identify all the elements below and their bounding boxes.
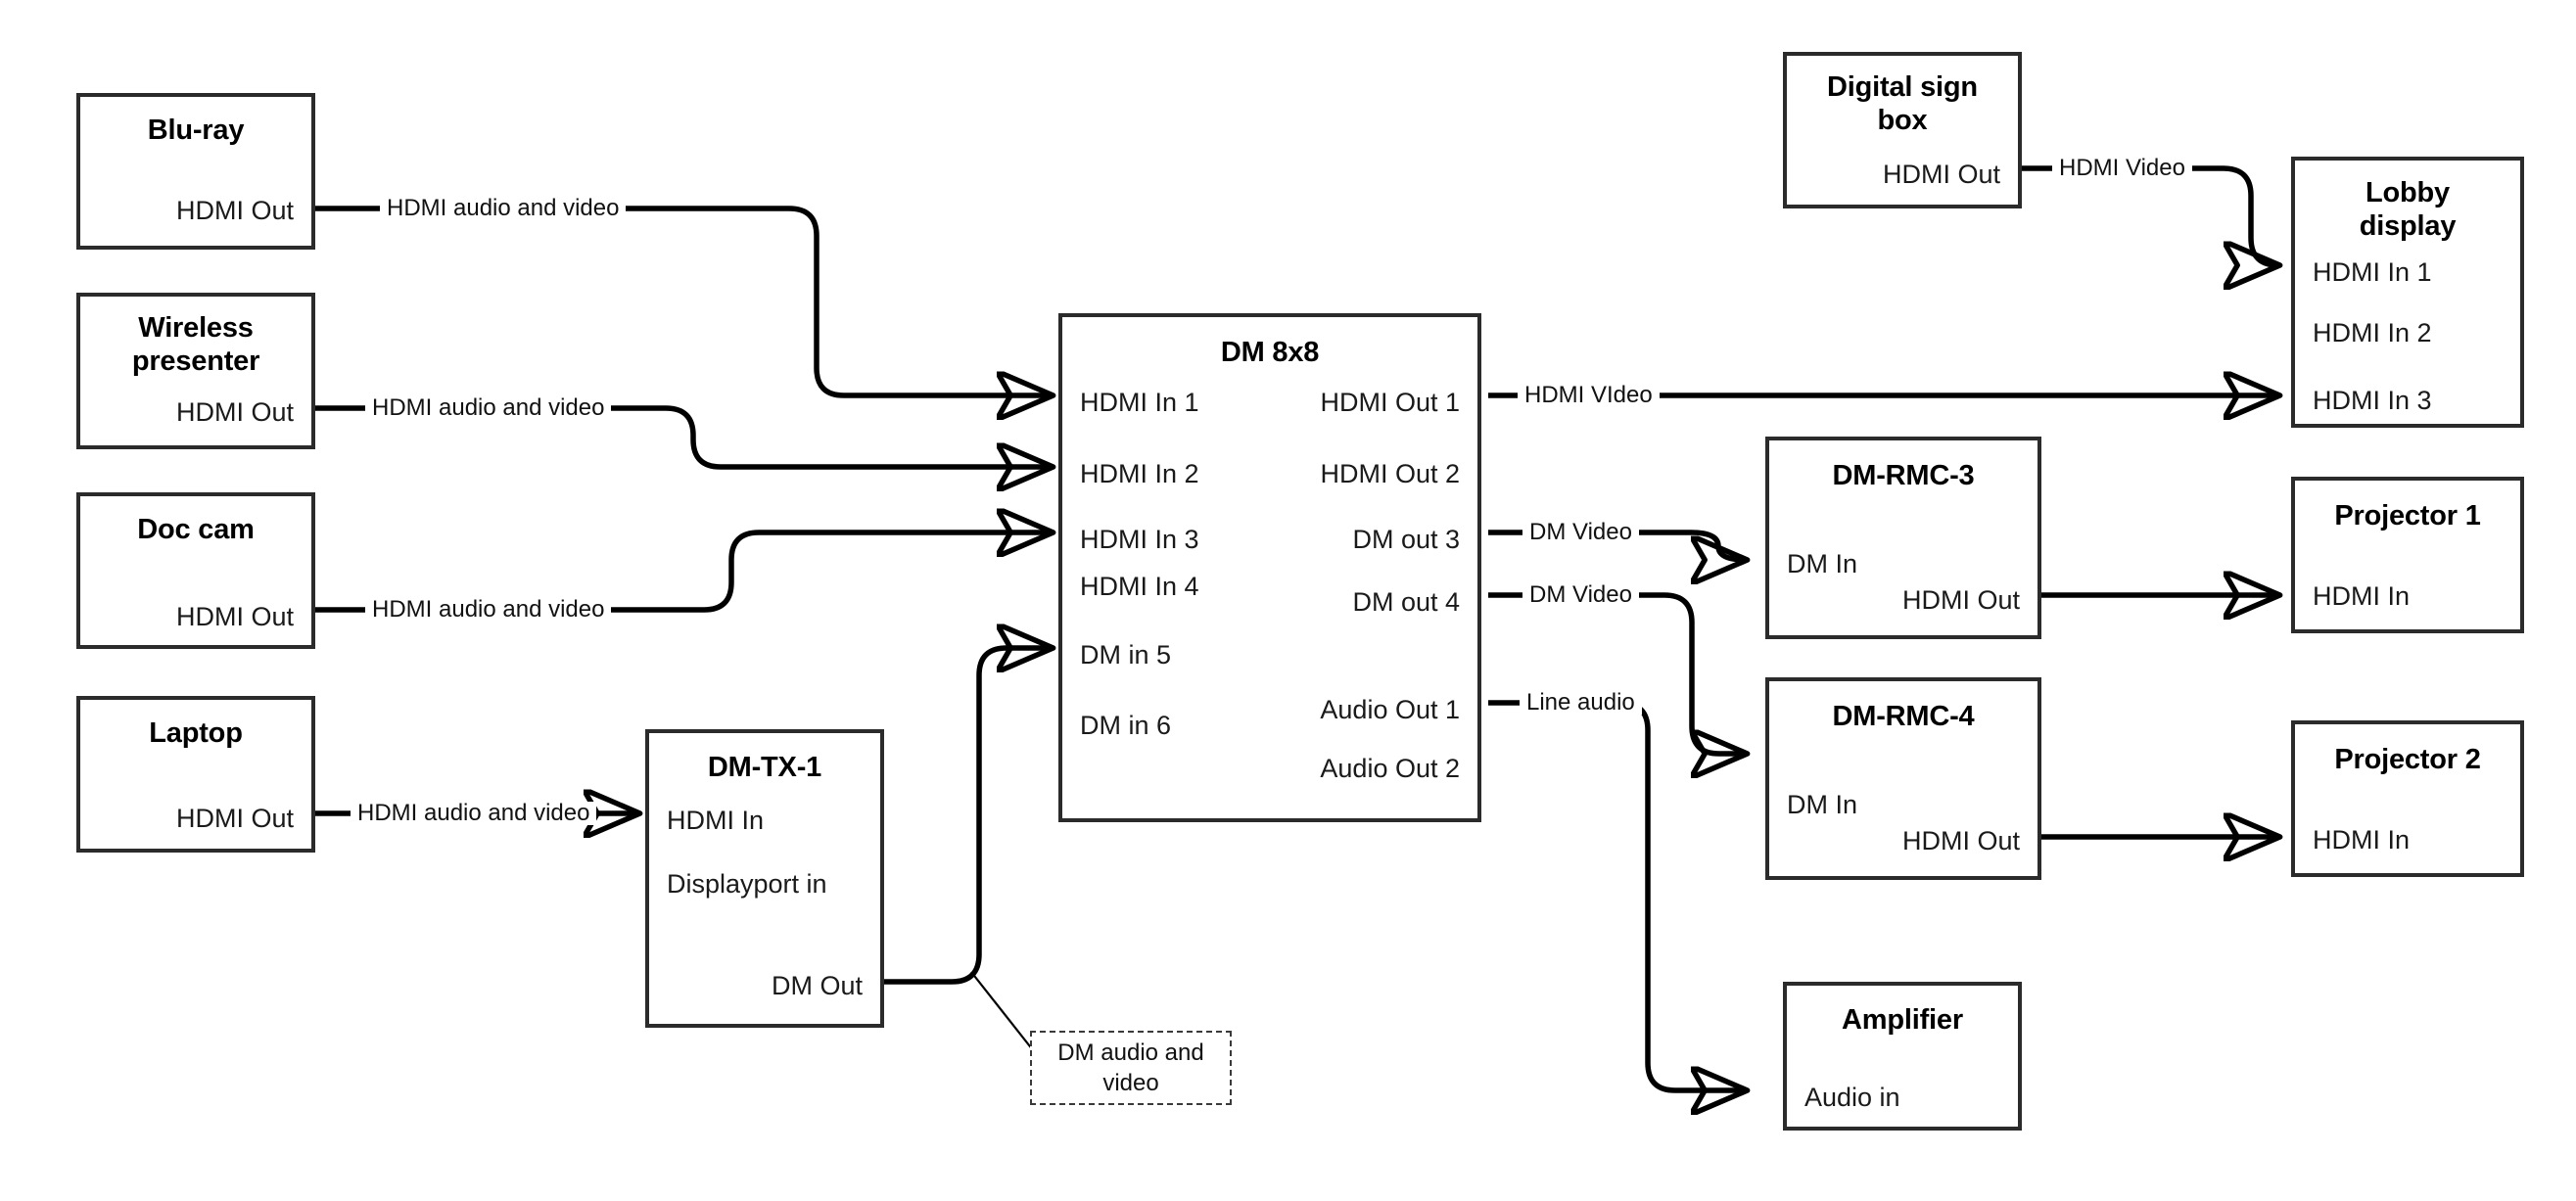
node-dm-8x8-input-dm-in-6[interactable]: DM in 6: [1080, 711, 1172, 740]
node-dm-8x8-output-hdmi-out-2[interactable]: HDMI Out 2: [1320, 459, 1460, 488]
node-dm-8x8-output-dm-out-4[interactable]: DM out 4: [1352, 587, 1460, 617]
callout-leader-line: [970, 971, 1038, 1056]
wire-label-doccam: HDMI audio and video: [365, 598, 612, 622]
node-wireless-presenter[interactable]: Wireless presenter HDMI Out: [76, 293, 315, 449]
node-doc-cam[interactable]: Doc cam HDMI Out: [76, 492, 315, 649]
node-dm-8x8-input-hdmi-in-1[interactable]: HDMI In 1: [1080, 388, 1199, 417]
node-dm-tx-1[interactable]: DM-TX-1 HDMI In Displayport in DM Out: [645, 729, 884, 1028]
node-amplifier-title: Amplifier: [1842, 1004, 1963, 1036]
node-dm-8x8-title: DM 8x8: [1220, 337, 1320, 368]
node-projector-1-port-hdmi-in[interactable]: HDMI In: [2313, 581, 2411, 611]
node-dm-tx-1-port-displayport-in[interactable]: Displayport in: [667, 869, 827, 899]
wire-dm-out-4-to-rmc4: [1488, 592, 1746, 754]
node-laptop[interactable]: Laptop HDMI Out: [76, 696, 315, 853]
node-dm-8x8[interactable]: DM 8x8 HDMI In 1 HDMI In 2 HDMI In 3 HDM…: [1058, 313, 1481, 822]
wire-label-bluray: HDMI audio and video: [380, 197, 627, 220]
node-dm-rmc-3-port-dm-in[interactable]: DM In: [1787, 549, 1858, 578]
node-dm-8x8-output-hdmi-out-1[interactable]: HDMI Out 1: [1320, 388, 1460, 417]
node-doc-cam-title: Doc cam: [137, 514, 255, 545]
node-dm-tx-1-title: DM-TX-1: [707, 752, 822, 783]
node-digital-sign-box[interactable]: Digital sign box HDMI Out: [1783, 52, 2022, 208]
wire-label-dm-out-4: DM Video: [1522, 583, 1639, 607]
node-dm-rmc-4-title: DM-RMC-4: [1832, 701, 1975, 732]
node-dm-rmc-3[interactable]: DM-RMC-3 DM In HDMI Out: [1765, 437, 2041, 639]
node-projector-1[interactable]: Projector 1 HDMI In: [2291, 477, 2524, 633]
node-bluray-port-hdmi-out[interactable]: HDMI Out: [175, 196, 294, 225]
node-lobby-display-input-hdmi-in-2[interactable]: HDMI In 2: [2313, 318, 2432, 347]
node-lobby-display-title: Lobby display: [2359, 177, 2457, 242]
wire-label-sign-to-lobby: HDMI Video: [2052, 157, 2192, 180]
node-projector-1-title: Projector 1: [2334, 500, 2481, 531]
wire-label-audio-out-1: Line audio: [1520, 691, 1642, 715]
node-dm-8x8-input-dm-in-5[interactable]: DM in 5: [1080, 640, 1172, 670]
node-wireless-presenter-port-hdmi-out[interactable]: HDMI Out: [175, 397, 294, 427]
node-digital-sign-box-title: Digital sign box: [1827, 71, 1978, 136]
node-dm-tx-1-port-hdmi-in[interactable]: HDMI In: [667, 806, 765, 835]
node-dm-rmc-3-title: DM-RMC-3: [1832, 460, 1975, 491]
node-dm-8x8-output-audio-out-1[interactable]: Audio Out 1: [1320, 695, 1460, 724]
node-dm-8x8-output-dm-out-3[interactable]: DM out 3: [1352, 525, 1460, 554]
node-dm-rmc-4-port-dm-in[interactable]: DM In: [1787, 790, 1858, 819]
node-dm-tx-1-port-dm-out[interactable]: DM Out: [771, 971, 863, 1000]
node-projector-2-title: Projector 2: [2334, 744, 2481, 775]
wire-label-hdmi-out-1: HDMI VIdeo: [1518, 384, 1660, 407]
wire-label-laptop: HDMI audio and video: [351, 802, 597, 825]
node-dm-8x8-output-audio-out-2[interactable]: Audio Out 2: [1320, 754, 1460, 783]
node-laptop-title: Laptop: [149, 717, 243, 749]
node-lobby-display[interactable]: Lobby display HDMI In 1 HDMI In 2 HDMI I…: [2291, 157, 2524, 428]
node-wireless-presenter-title: Wireless presenter: [131, 312, 260, 377]
node-dm-8x8-input-hdmi-in-4[interactable]: HDMI In 4: [1080, 572, 1199, 601]
wire-dmtx1-to-dm-in-5: [884, 648, 1052, 985]
wire-bluray-to-hdmi-in-1: [315, 206, 1052, 395]
wire-label-wireless: HDMI audio and video: [365, 396, 612, 420]
node-doc-cam-port-hdmi-out[interactable]: HDMI Out: [175, 602, 294, 631]
node-bluray[interactable]: Blu-ray HDMI Out: [76, 93, 315, 250]
node-bluray-title: Blu-ray: [147, 115, 245, 146]
node-laptop-port-hdmi-out[interactable]: HDMI Out: [175, 804, 294, 833]
wire-audio-out-1-to-amplifier: [1488, 700, 1746, 1090]
node-dm-rmc-3-port-hdmi-out[interactable]: HDMI Out: [1901, 585, 2020, 615]
node-amplifier[interactable]: Amplifier Audio in: [1783, 982, 2022, 1131]
node-lobby-display-input-hdmi-in-1[interactable]: HDMI In 1: [2313, 257, 2432, 287]
node-lobby-display-input-hdmi-in-3[interactable]: HDMI In 3: [2313, 386, 2432, 415]
node-dm-rmc-4-port-hdmi-out[interactable]: HDMI Out: [1901, 826, 2020, 855]
node-projector-2-port-hdmi-in[interactable]: HDMI In: [2313, 825, 2411, 855]
node-digital-sign-box-port-hdmi-out[interactable]: HDMI Out: [1882, 160, 2000, 189]
wire-label-dm-out-3: DM Video: [1522, 521, 1639, 544]
node-projector-2[interactable]: Projector 2 HDMI In: [2291, 720, 2524, 877]
callout-dm-audio-and-video: DM audio and video: [1030, 1031, 1232, 1105]
node-dm-8x8-input-hdmi-in-2[interactable]: HDMI In 2: [1080, 459, 1199, 488]
node-dm-rmc-4[interactable]: DM-RMC-4 DM In HDMI Out: [1765, 677, 2041, 880]
node-dm-8x8-input-hdmi-in-3[interactable]: HDMI In 3: [1080, 525, 1199, 554]
node-amplifier-port-audio-in[interactable]: Audio in: [1804, 1083, 1900, 1112]
